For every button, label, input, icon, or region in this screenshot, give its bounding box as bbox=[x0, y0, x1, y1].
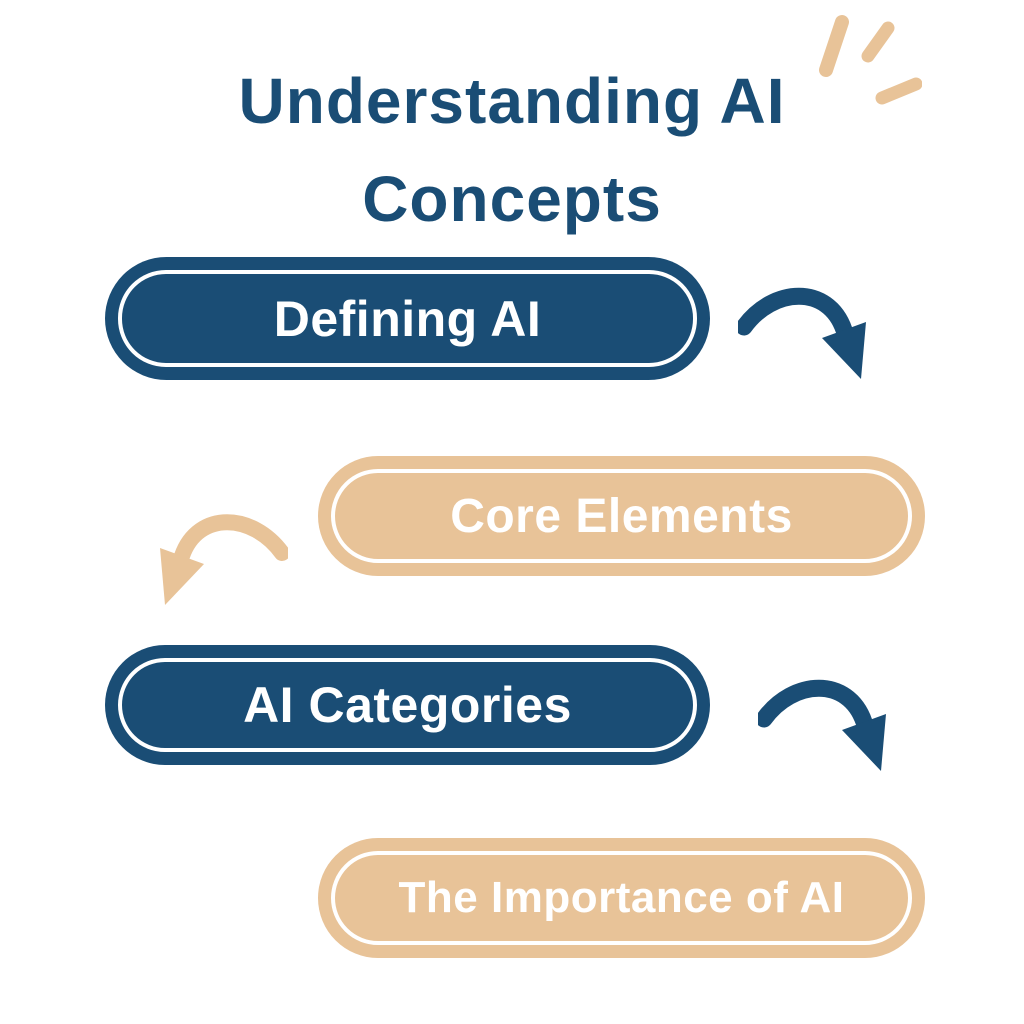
node-inner-border: AI Categories bbox=[118, 658, 697, 752]
sparkle-stroke bbox=[861, 21, 895, 63]
curved-arrow-down-right-icon bbox=[758, 679, 886, 771]
page-title: Understanding AI Concepts bbox=[0, 52, 1024, 248]
node-inner-border: Defining AI bbox=[118, 270, 697, 367]
sparkle-stroke bbox=[819, 15, 849, 77]
node-label: Core Elements bbox=[450, 489, 793, 543]
curved-arrow-down-left-icon bbox=[160, 514, 288, 605]
sparkle-stroke bbox=[875, 77, 922, 105]
title-line2: Concepts bbox=[362, 163, 662, 235]
arrow-shaft bbox=[738, 287, 853, 339]
sparkle-icon bbox=[819, 15, 922, 105]
arrow-head bbox=[822, 322, 866, 379]
curved-arrow-down-right-icon bbox=[738, 287, 866, 379]
node-label: The Importance of AI bbox=[398, 873, 845, 922]
arrow-head bbox=[842, 714, 886, 771]
arrow-shaft bbox=[174, 514, 288, 564]
node-label: Defining AI bbox=[273, 290, 542, 347]
arrow-shaft bbox=[758, 679, 873, 731]
node-core-elements: Core Elements bbox=[318, 456, 925, 576]
node-inner-border: The Importance of AI bbox=[331, 851, 912, 945]
title-line1: Understanding AI bbox=[238, 65, 786, 137]
arrow-head bbox=[160, 548, 204, 605]
node-defining-ai: Defining AI bbox=[105, 257, 710, 380]
node-inner-border: Core Elements bbox=[331, 469, 912, 563]
node-ai-categories: AI Categories bbox=[105, 645, 710, 765]
node-label: AI Categories bbox=[243, 677, 572, 733]
node-importance-of-ai: The Importance of AI bbox=[318, 838, 925, 958]
